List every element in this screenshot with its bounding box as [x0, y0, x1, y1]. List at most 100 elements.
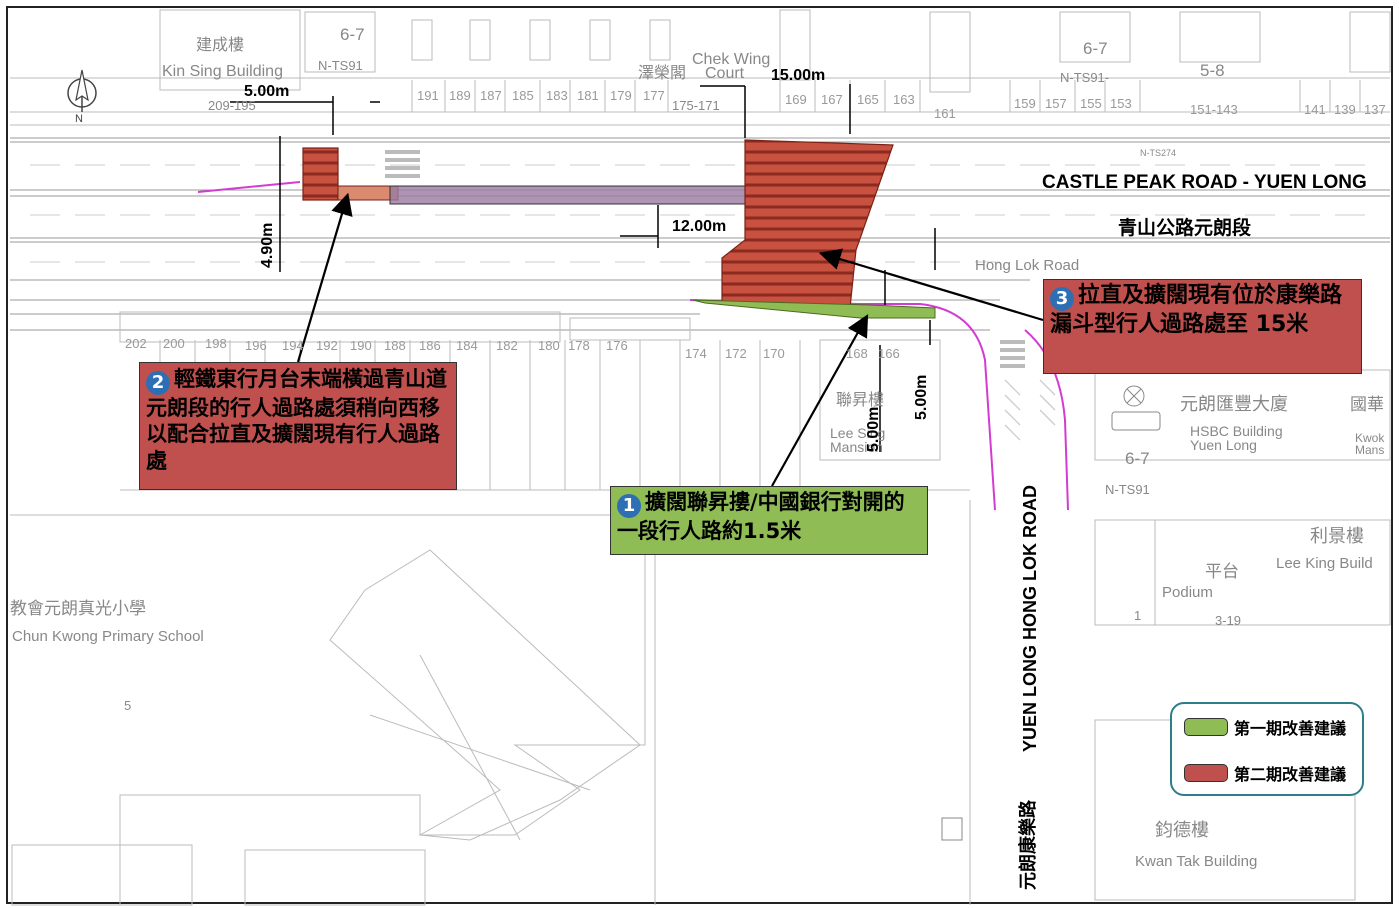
- road-castle-peak-zh: 青山公路元朗段: [1118, 216, 1252, 239]
- street-number: 169: [785, 92, 807, 107]
- dimension-lines: [230, 84, 936, 452]
- street-number: 166: [878, 346, 900, 361]
- street-number: 194: [282, 338, 304, 353]
- legend-item-phase1: 第一期改善建議: [1184, 716, 1346, 738]
- lrt-stop: 6-7: [340, 25, 365, 44]
- building-hsbc-en1: HSBC Building: [1190, 423, 1283, 439]
- bus-stop-icon: [1111, 385, 1161, 431]
- misc-label-5: 5: [124, 698, 131, 713]
- callout-text-3: 拉直及擴闊現有位於康樂路漏斗型行人過路處至 15米: [1050, 283, 1343, 337]
- road-hong-lok-label: Hong Lok Road: [975, 257, 1079, 274]
- street-number: 137: [1364, 102, 1386, 117]
- building-chek-wing-zh: 澤榮閣: [638, 64, 686, 82]
- building-hsbc-zh: 元朗匯豐大廈: [1180, 394, 1288, 414]
- building-lee-king-zh: 利景樓: [1310, 526, 1364, 546]
- street-number: 168: [846, 346, 868, 361]
- legend-swatch-phase1: [1184, 718, 1228, 736]
- dim-12m: 12.00m: [672, 218, 726, 235]
- street-number: 177: [643, 88, 665, 103]
- dimension-labels: 5.00m 15.00m 4.90m 12.00m 5.00m 5.00m: [244, 67, 930, 452]
- street-number: 179: [610, 88, 632, 103]
- street-number: 141: [1304, 102, 1326, 117]
- legend-swatch-phase2: [1184, 764, 1228, 782]
- street-number: 153: [1110, 96, 1132, 111]
- building-kwan-tak-zh: 鈞德樓: [1155, 820, 1209, 840]
- school-en: Chun Kwong Primary School: [12, 628, 204, 645]
- building-hsbc-en2: Yuen Long: [1190, 437, 1257, 453]
- podium-en: Podium: [1162, 584, 1213, 601]
- street-number: 165: [857, 92, 879, 107]
- road-hong-lok-zh: 元朗康樂路: [1017, 799, 1039, 890]
- road-hong-lok-en: YUEN LONG HONG LOK ROAD: [1020, 485, 1040, 752]
- building-chek-wing-en1: Chek Wing: [692, 51, 770, 68]
- lrt-stop: 5-8: [1200, 61, 1225, 80]
- building-kin-sing-numbers: 209-195: [208, 98, 256, 113]
- callout-number-1: 1: [617, 494, 641, 518]
- street-number: 172: [725, 346, 747, 361]
- street-number: 163: [893, 92, 915, 107]
- street-number: 176: [606, 338, 628, 353]
- street-number: 155: [1080, 96, 1102, 111]
- street-number: 180: [538, 338, 560, 353]
- street-number: 198: [205, 336, 227, 351]
- building-kwok-wah-en1: Kwok: [1355, 431, 1385, 445]
- hatched-verges: [1004, 379, 1056, 441]
- building-lee-sing-en2: Mansion: [830, 439, 883, 455]
- street-number: 192: [316, 338, 338, 353]
- lane-markings: [30, 164, 1380, 263]
- street-number: 182: [496, 338, 518, 353]
- building-kin-sing-zh: 建成樓: [196, 36, 244, 54]
- building-chek-wing-en2: Court: [705, 65, 745, 82]
- building-lee-sing-zh: 聯昇樓: [836, 391, 884, 409]
- street-number: 200: [163, 336, 185, 351]
- stop-code: N-TS91: [318, 58, 363, 73]
- callout-number-3: 3: [1050, 287, 1074, 311]
- stop-code: N-TS91-: [1060, 70, 1109, 85]
- phase1-widened-footpath: [692, 299, 936, 319]
- stop-code: N-TS91: [1105, 482, 1150, 497]
- north-arrow-icon: [67, 69, 97, 112]
- north-buildings-outlines: [10, 9, 1391, 126]
- building-kwok-wah-zh: 國華: [1350, 395, 1384, 414]
- legend-label-phase1: 第一期改善建議: [1234, 719, 1347, 738]
- street-number: 178: [568, 338, 590, 353]
- street-number: 167: [821, 92, 843, 107]
- map-labels: 建成樓 Kin Sing Building 209-195 澤榮閣 Chek W…: [10, 36, 1385, 870]
- zebra-crossings: [385, 150, 1025, 368]
- dim-15m: 15.00m: [771, 67, 825, 84]
- building-kwan-tak-en: Kwan Tak Building: [1135, 853, 1257, 870]
- street-number: 183: [546, 88, 568, 103]
- dim-5m-south-b: 5.00m: [913, 375, 930, 420]
- street-number: 157: [1045, 96, 1067, 111]
- street-number: 191: [417, 88, 439, 103]
- road-castle-peak-en: CASTLE PEAK ROAD - YUEN LONG: [1042, 172, 1367, 193]
- street-number: 161: [934, 106, 956, 121]
- street-number: 170: [763, 346, 785, 361]
- street-number: 190: [350, 338, 372, 353]
- building-kwok-wah-en2: Mans: [1355, 443, 1384, 457]
- north-label: N: [75, 113, 83, 125]
- misc-label-3-19: 3-19: [1215, 613, 1241, 628]
- street-numbers: 191 189 187 185 183 181 179 177 169 167 …: [125, 88, 1386, 361]
- toilet-icon: [941, 817, 963, 841]
- building-lee-sing-en1: Lee Sing: [830, 425, 885, 441]
- dim-5m-west: 5.00m: [244, 83, 289, 100]
- street-number: 185: [512, 88, 534, 103]
- stop-code: N-TS274: [1140, 148, 1176, 158]
- street-number: 189: [449, 88, 471, 103]
- school-site-outline: [10, 500, 971, 906]
- misc-label-1: 1: [1134, 608, 1141, 623]
- dim-5m-south-a: 5.00m: [865, 407, 882, 452]
- lrt-stop: 6-7: [1125, 449, 1150, 468]
- legend-label-phase2: 第二期改善建議: [1234, 765, 1347, 784]
- podium-zh: 平台: [1205, 562, 1239, 581]
- building-lee-king-en: Lee King Build: [1276, 555, 1373, 572]
- lrt-stop-labels: 6-7 6-7 6-7 5-8 N-TS91 N-TS91- N-TS91 N-…: [318, 25, 1225, 497]
- legend-item-phase2: 第二期改善建議: [1184, 762, 1346, 784]
- building-chek-wing-numbers: 175-171: [672, 98, 720, 113]
